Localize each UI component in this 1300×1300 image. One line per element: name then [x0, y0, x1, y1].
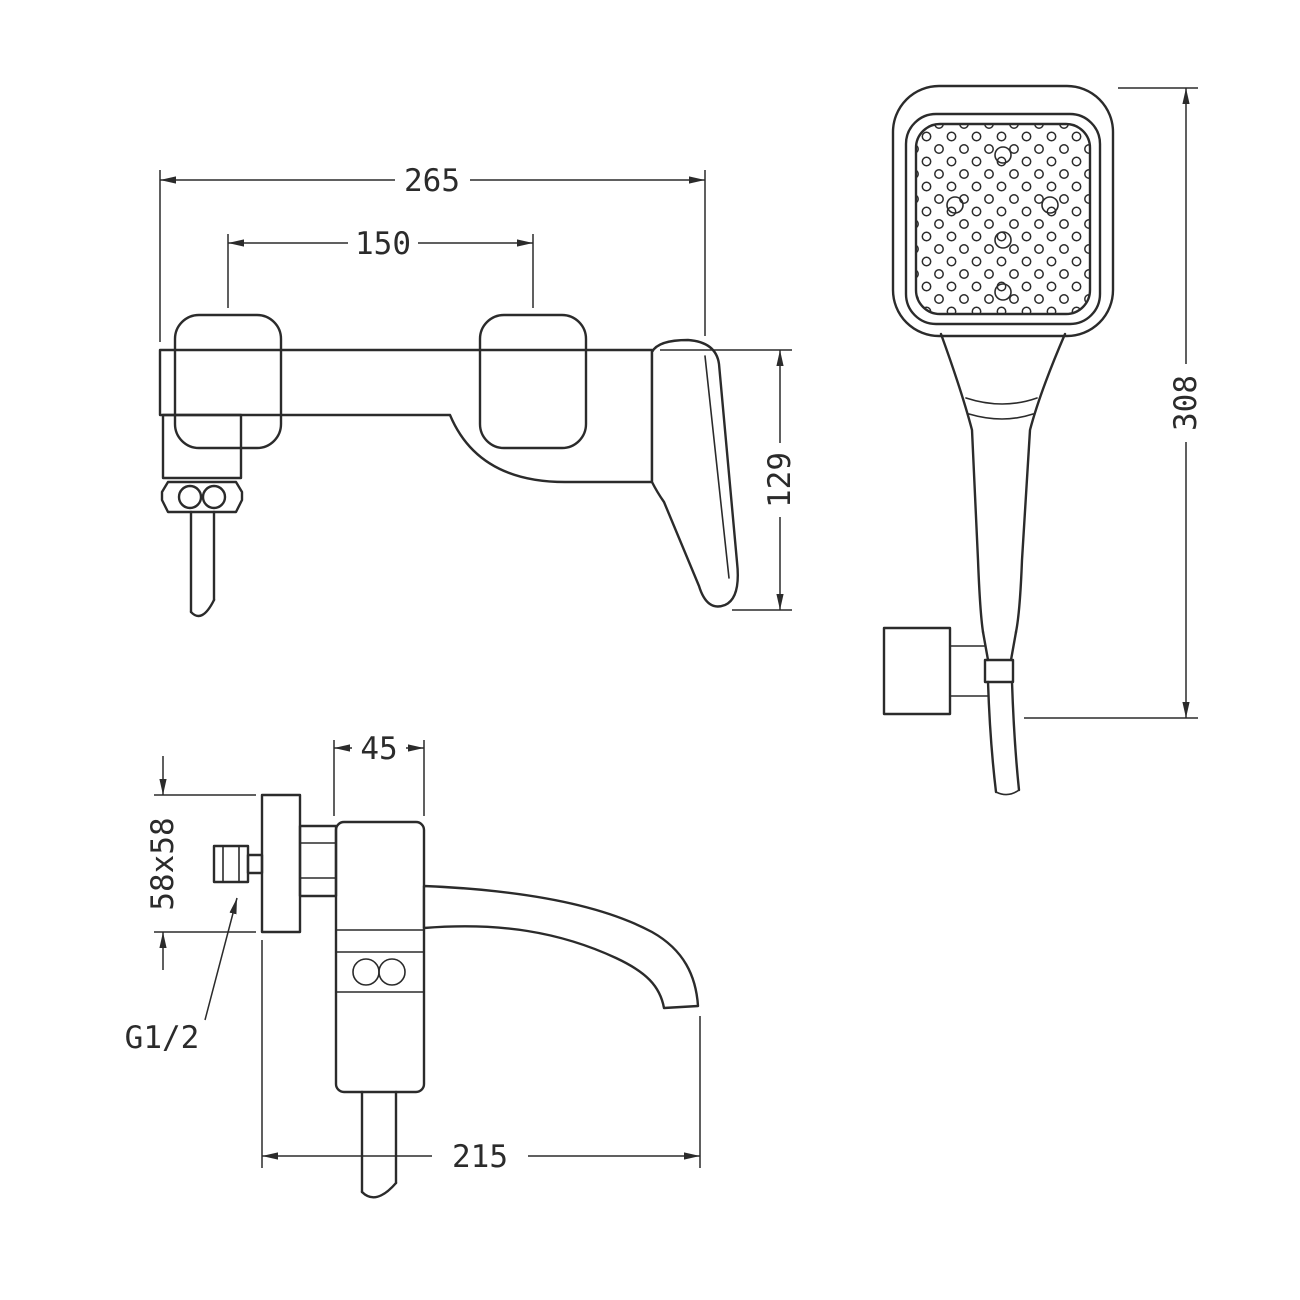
- wall-plate: [260, 793, 302, 934]
- dim-overall-width-label: 265: [404, 163, 460, 199]
- hex-nut: [298, 824, 338, 898]
- valve-body-side: [334, 820, 426, 1094]
- lower-inlet-pipe: [360, 1090, 398, 1199]
- shower-head-outline: [891, 84, 1115, 338]
- front-view: 265 150 129: [158, 163, 798, 618]
- mounting-pads: [173, 313, 588, 450]
- dimension-spout-reach: 215: [261, 940, 701, 1175]
- dim-body-width-label: 45: [360, 731, 397, 767]
- dimension-body-width: 45: [333, 731, 425, 816]
- dimension-overall-width: 265: [159, 163, 706, 342]
- spout: [422, 884, 700, 1010]
- dimension-plate-size: 58x58: [145, 756, 256, 970]
- dim-mount-centers-label: 150: [355, 226, 411, 262]
- dimension-mount-centers: 150: [227, 226, 534, 308]
- dim-handle-height-label: 129: [762, 452, 798, 508]
- wall-bracket: [882, 626, 989, 716]
- shower-head-rim: [904, 112, 1102, 326]
- dimension-handle-height: 129: [660, 349, 798, 611]
- mixer-bar-body: [158, 348, 654, 484]
- side-view: 45 58x58 G1/2 215: [125, 731, 701, 1199]
- hose-connector: [981, 630, 1021, 796]
- shower-handle: [939, 332, 1067, 634]
- inlet-fitting: [212, 844, 264, 884]
- dim-plate-size-label: 58x58: [145, 817, 181, 910]
- hand-shower-view: 308: [882, 84, 1204, 796]
- dimension-shower-height: 308: [1024, 87, 1204, 719]
- dim-spout-reach-label: 215: [452, 1139, 508, 1175]
- spray-rings: [946, 146, 1059, 301]
- lever-handle: [650, 338, 739, 608]
- shower-spray-plate: [914, 122, 1092, 316]
- left-valve-and-inlet: [160, 413, 244, 618]
- thread-callout-label: G1/2: [125, 1020, 200, 1056]
- dim-shower-height-label: 308: [1168, 375, 1204, 431]
- thread-callout: G1/2: [125, 897, 238, 1056]
